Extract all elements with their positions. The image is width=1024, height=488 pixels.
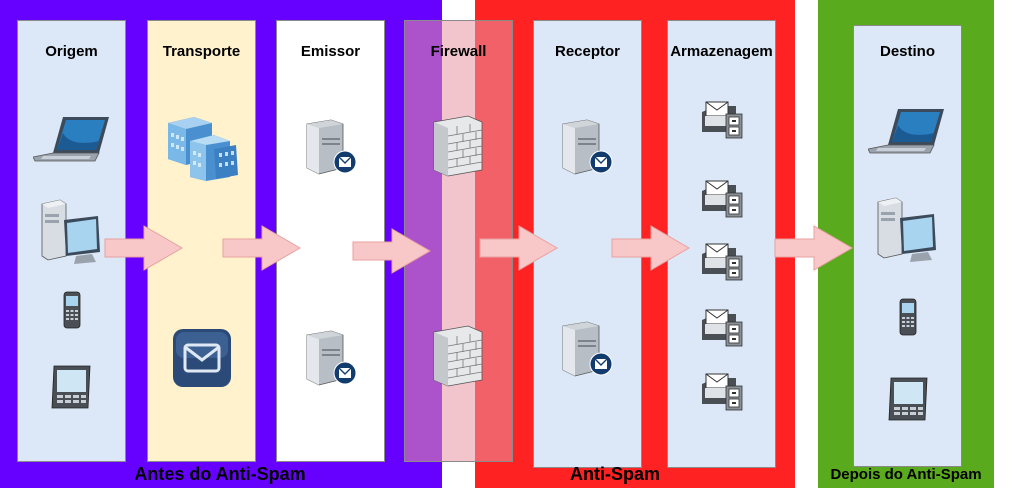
- office-buildings-icon: [168, 117, 238, 181]
- column-title-receptor: Receptor: [554, 43, 621, 60]
- firewall-icon: [433, 325, 483, 387]
- mailbox-storage-icon: [702, 309, 743, 347]
- column-title-armazenagem: Armazenagem: [670, 43, 773, 60]
- zone-label-antispam: Anti-Spam: [570, 464, 660, 484]
- laptop-icon: [868, 109, 944, 154]
- zone-label-after: Depois do Anti-Spam: [830, 466, 982, 483]
- desktop-computer-icon: [877, 197, 936, 262]
- arrow-origem-transporte: [104, 225, 183, 271]
- column-title-firewall: Firewall: [430, 43, 487, 60]
- column-title-destino: Destino: [879, 43, 935, 60]
- mail-server-icon: [306, 119, 357, 175]
- mail-server-icon: [306, 330, 357, 386]
- desktop-computer-icon: [41, 199, 100, 264]
- arrow-receptor-armazenagem: [611, 225, 690, 271]
- arrow-transporte-emissor: [222, 225, 301, 271]
- mobile-phone-icon: [899, 298, 917, 336]
- mail-server-icon: [562, 321, 613, 377]
- column-title-emissor: Emissor: [300, 43, 361, 60]
- column-emissor: Emissor: [276, 20, 385, 462]
- mailbox-storage-icon: [702, 180, 743, 218]
- mailbox-storage-icon: [702, 101, 743, 139]
- tablet-icon: [51, 365, 91, 409]
- zone-label-before: Antes do Anti-Spam: [134, 464, 306, 484]
- tablet-icon: [888, 377, 928, 421]
- mailbox-storage-icon: [702, 373, 743, 411]
- mail-server-icon: [562, 119, 613, 175]
- mobile-phone-icon: [63, 291, 81, 329]
- arrow-firewall-receptor: [479, 225, 558, 271]
- email-app-icon: [173, 329, 231, 387]
- column-title-origem: Origem: [45, 43, 98, 60]
- firewall-icon: [433, 115, 483, 177]
- column-title-transporte: Transporte: [162, 43, 241, 60]
- mailbox-storage-icon: [702, 243, 743, 281]
- arrow-emissor-firewall: [352, 228, 431, 274]
- laptop-icon: [33, 117, 109, 162]
- arrow-armazenagem-destino: [774, 225, 853, 271]
